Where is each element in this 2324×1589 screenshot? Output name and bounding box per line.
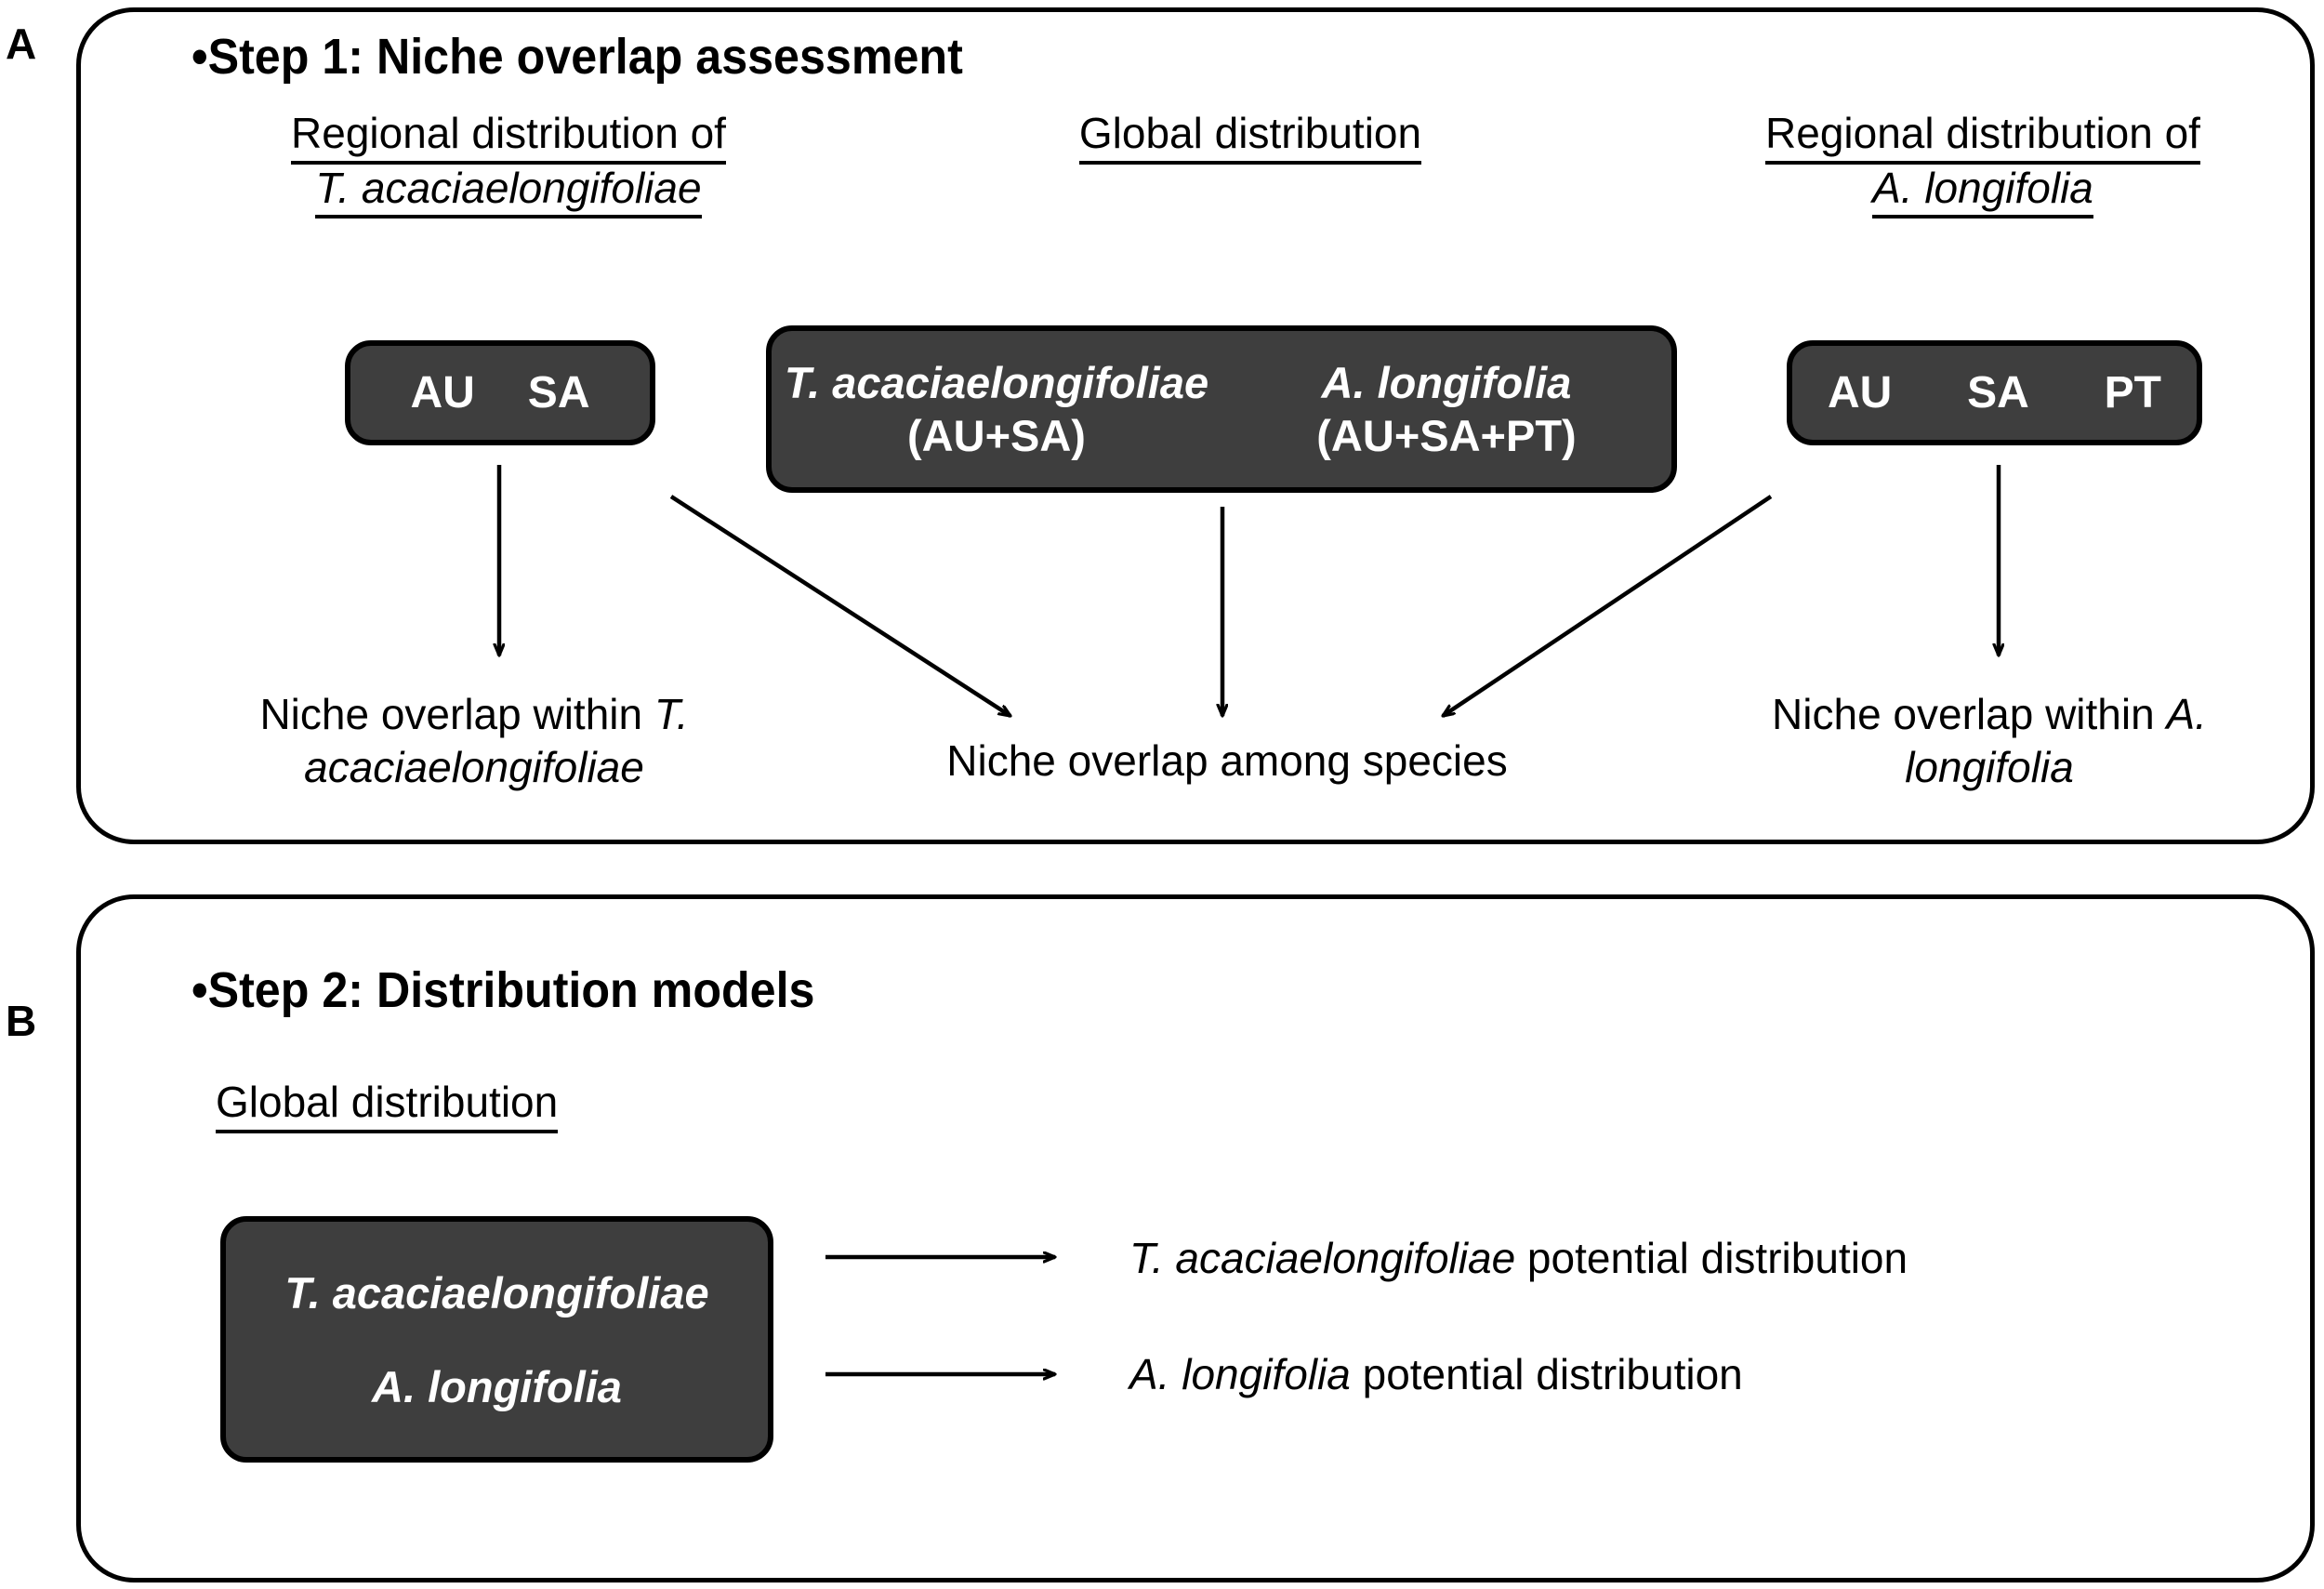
heading-regional-a-line2: A. longifolia bbox=[1872, 164, 2093, 219]
box-global-distribution-species: T. acaciaelongifoliae (AU+SA) A. longifo… bbox=[766, 325, 1677, 493]
global-species-a-name: A. longifolia bbox=[1321, 357, 1572, 407]
heading-global-b-text: Global distribution bbox=[216, 1078, 559, 1133]
region-chip-sa-2: SA bbox=[1967, 367, 2029, 417]
global-species-a-regions: (AU+SA+PT) bbox=[1316, 411, 1577, 460]
heading-regional-a-line1: Regional distribution of bbox=[1765, 109, 2200, 165]
caption-left-prefix: Niche overlap within bbox=[259, 690, 654, 738]
panel-a-letter: A bbox=[6, 20, 37, 68]
model-species-t: T. acaciaelongifoliae bbox=[284, 1267, 709, 1318]
heading-regional-t-line1: Regional distribution of bbox=[291, 109, 726, 165]
box-regional-distribution-a: AU SA PT bbox=[1787, 340, 2202, 445]
heading-regional-distribution-a: Regional distribution of A. longifolia bbox=[1690, 109, 2276, 219]
output-2-italic: A. longifolia bbox=[1129, 1350, 1351, 1398]
global-species-a: A. longifolia (AU+SA+PT) bbox=[1221, 356, 1671, 463]
output-1-rest: potential distribution bbox=[1515, 1234, 1908, 1282]
output-1-italic: T. acaciaelongifoliae bbox=[1129, 1234, 1516, 1282]
box-global-distribution-models: T. acaciaelongifoliae A. longifolia bbox=[220, 1216, 773, 1463]
output-2-rest: potential distribution bbox=[1350, 1350, 1743, 1398]
global-species-t-name: T. acaciaelongifoliae bbox=[784, 357, 1209, 407]
heading-global-distribution-b: Global distribution bbox=[216, 1078, 708, 1133]
output-a-potential-distribution: A. longifolia potential distribution bbox=[1129, 1353, 1743, 1396]
heading-global-a-line1: Global distribution bbox=[1078, 109, 1422, 165]
heading-regional-t-line2: T. acaciaelongifoliae bbox=[315, 164, 702, 219]
caption-niche-overlap-among-species: Niche overlap among species bbox=[946, 736, 1508, 785]
model-species-a: A. longifolia bbox=[372, 1361, 622, 1411]
caption-right-italic: A. longifolia bbox=[1905, 690, 2207, 792]
caption-niche-overlap-within-t: Niche overlap within T. acaciaelongifoli… bbox=[149, 688, 799, 794]
heading-global-distribution-a: Global distribution bbox=[962, 109, 1538, 165]
region-chip-au: AU bbox=[410, 367, 475, 417]
global-species-t-regions: (AU+SA) bbox=[907, 411, 1086, 460]
step-2-heading: •Step 2: Distribution models bbox=[191, 962, 815, 1018]
global-species-t: T. acaciaelongifoliae (AU+SA) bbox=[772, 356, 1221, 463]
step-1-heading: •Step 1: Niche overlap assessment bbox=[191, 29, 963, 85]
output-t-potential-distribution: T. acaciaelongifoliae potential distribu… bbox=[1129, 1237, 1908, 1279]
heading-regional-distribution-t: Regional distribution of T. acaciaelongi… bbox=[216, 109, 801, 219]
caption-right-prefix: Niche overlap within bbox=[1772, 690, 2167, 738]
box-regional-distribution-t: AU SA bbox=[345, 340, 655, 445]
region-chip-au-2: AU bbox=[1828, 367, 1893, 417]
region-chip-sa: SA bbox=[527, 367, 590, 417]
panel-b-letter: B bbox=[6, 997, 37, 1045]
caption-niche-overlap-within-a: Niche overlap within A. longifolia bbox=[1701, 688, 2278, 794]
region-chip-pt: PT bbox=[2104, 367, 2161, 417]
